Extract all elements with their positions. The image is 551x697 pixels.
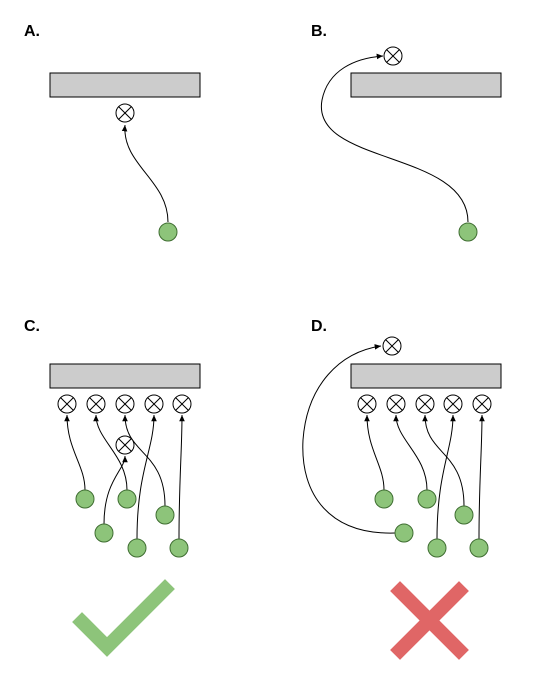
panel-c-bar	[49, 363, 201, 389]
panel-d-target-icon-2	[386, 394, 406, 414]
panel-d-path-6	[302, 344, 396, 534]
panel-a-bar	[49, 72, 201, 98]
panel-c-path-3	[103, 455, 128, 525]
panel-d-path-3	[436, 414, 456, 540]
panel-d-source-icon-2	[417, 489, 437, 509]
panel-a-target-icon	[115, 103, 135, 123]
panel-a-label: A.	[24, 23, 40, 40]
panel-c-source-icon-3	[155, 505, 175, 525]
panel-c-source-icon-2	[117, 489, 137, 509]
check-mark-icon	[72, 579, 175, 657]
panel-c-source-icon-6	[169, 538, 189, 558]
panel-c-source-icon-4	[94, 523, 114, 543]
panel-d-path-5	[478, 414, 485, 540]
panel-b	[321, 46, 502, 242]
panel-d-path-1	[364, 414, 385, 491]
panel-c-label: C.	[24, 318, 40, 335]
panel-d-source-icon-4	[394, 523, 414, 543]
panel-d-bar	[350, 363, 502, 389]
panel-c-target-icon-4	[144, 394, 164, 414]
panel-c-path-6	[178, 414, 185, 540]
cross-mark-icon	[390, 581, 469, 660]
panel-d-source-icon-1	[374, 489, 394, 509]
panel-d-source-icon-5	[427, 538, 447, 558]
panel-c-path-4	[136, 414, 157, 540]
panel-d	[302, 336, 502, 558]
panel-d-path-4	[422, 414, 465, 507]
panel-c-target-icon-1	[57, 394, 77, 414]
panel-b-target-icon	[383, 46, 403, 66]
panel-c-target-icon-5	[172, 394, 192, 414]
panel-c-source-icon-5	[127, 538, 147, 558]
panel-c	[49, 363, 201, 558]
panel-d-path-2	[393, 414, 428, 491]
panel-a-source-icon	[158, 222, 178, 242]
panel-d-source-icon-3	[454, 505, 474, 525]
panel-b-bar	[350, 72, 502, 98]
panel-d-target-icon-6	[382, 336, 402, 356]
panel-c-target-icon-6	[115, 435, 135, 455]
panel-d-label: D.	[311, 318, 327, 335]
panel-d-target-icon-4	[443, 394, 463, 414]
panel-a-path	[121, 124, 169, 223]
panel-a	[49, 72, 201, 242]
panel-b-path	[321, 53, 469, 223]
panel-d-source-icon-6	[469, 538, 489, 558]
panel-c-target-icon-2	[86, 394, 106, 414]
panel-c-source-icon-1	[75, 489, 95, 509]
panel-c-path-5	[122, 414, 166, 507]
panel-c-target-icon-3	[115, 394, 135, 414]
panel-c-path-2	[93, 414, 128, 491]
panel-d-target-icon-1	[357, 394, 377, 414]
panel-b-source-icon	[458, 222, 478, 242]
panel-d-target-icon-3	[415, 394, 435, 414]
panel-d-target-icon-5	[472, 394, 492, 414]
panel-b-label: B.	[311, 23, 327, 40]
panel-c-path-1	[64, 414, 86, 491]
